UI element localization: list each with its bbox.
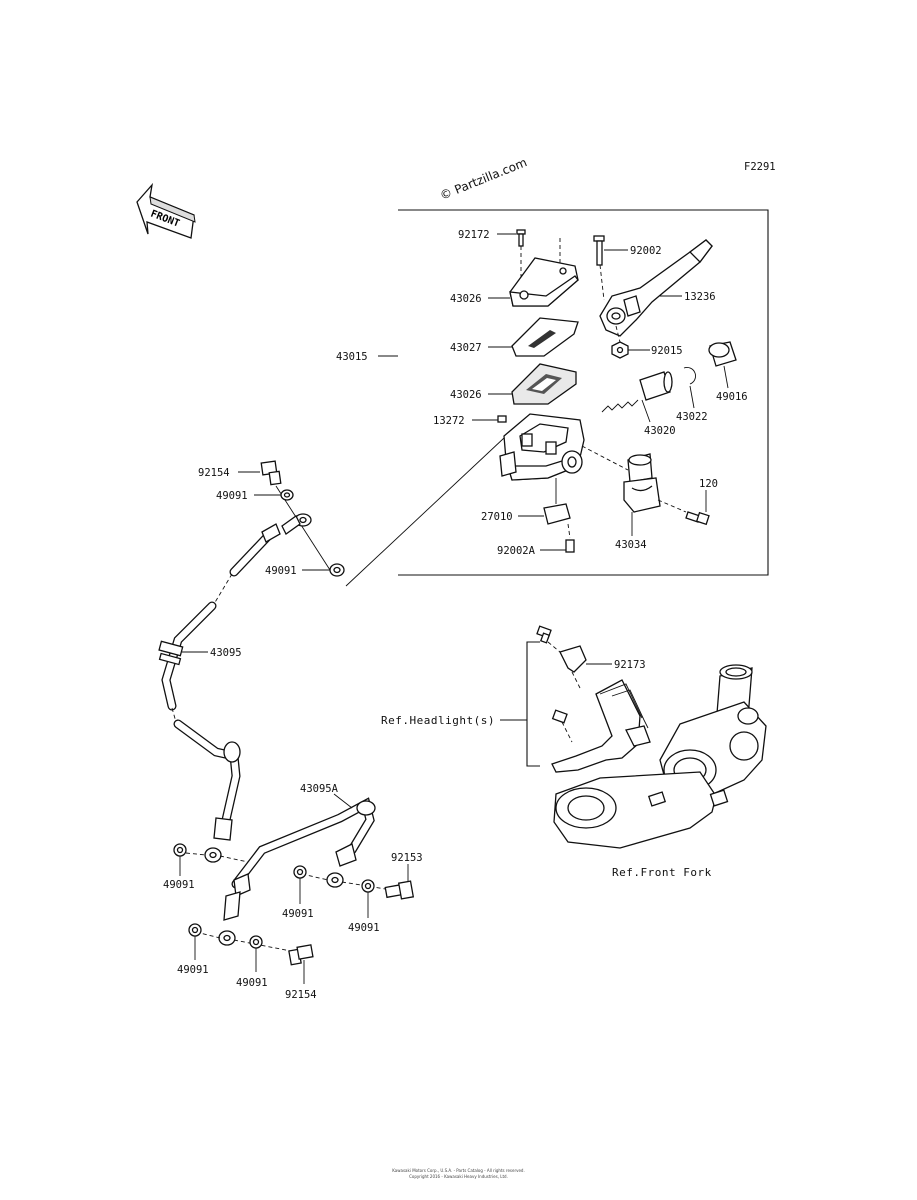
label-120: 120 (699, 478, 718, 490)
label-49091-e: 49091 (348, 922, 380, 934)
master-cylinder-body (499, 413, 629, 500)
washer-49091-c (173, 843, 187, 876)
assembly-frame (398, 209, 769, 576)
label-92015: 92015 (651, 345, 683, 357)
washer-49091-d (293, 865, 307, 904)
washer-49091-b (302, 563, 345, 577)
label-43026-diaphragm: 43026 (450, 389, 482, 401)
dash-f (233, 939, 297, 953)
brake-hose-43095 (158, 513, 312, 863)
banjo-bolt-92154-lower (288, 944, 314, 984)
label-13236: 13236 (684, 291, 716, 303)
watermark: © Partzilla.com (438, 155, 529, 203)
piston-kit-43020 (601, 371, 673, 423)
washer-49091-a (254, 489, 294, 501)
dash-c (301, 873, 329, 881)
label-49091-f: 49091 (177, 964, 209, 976)
headlight-bracket (551, 679, 651, 773)
dash-a (185, 852, 207, 856)
label-43020: 43020 (644, 425, 676, 437)
plate-13272 (472, 415, 507, 423)
label-92002: 92002 (630, 245, 662, 257)
washer-49091-e (361, 879, 375, 918)
label-92154-upper: 92154 (198, 467, 230, 479)
label-49091-d: 49091 (282, 908, 314, 920)
brake-hose-43095A (218, 793, 376, 946)
label-43026-cap: 43026 (450, 293, 482, 305)
dust-boot-49016 (708, 341, 737, 389)
banjo-bolt-92153 (384, 864, 415, 900)
label-92172: 92172 (458, 229, 490, 241)
label-92002A: 92002A (497, 545, 536, 557)
label-43022: 43022 (676, 411, 708, 423)
front-arrow-icon: FRONT (136, 182, 196, 239)
label-49091-b: 49091 (265, 565, 297, 577)
label-43095: 43095 (210, 647, 242, 659)
label-49016: 49016 (716, 391, 748, 403)
screw-92002A (540, 539, 575, 553)
brake-lever-13236 (599, 239, 713, 337)
label-27010: 27010 (481, 511, 513, 523)
washer-49091-f (188, 923, 202, 960)
bolt-92173 (536, 625, 612, 743)
ref-headlight-label: Ref.Headlight(s) (381, 714, 495, 727)
leader-cylinder-to-washer (345, 437, 505, 587)
label-49091-a: 49091 (216, 490, 248, 502)
label-43034: 43034 (615, 539, 647, 551)
figure-code: F2291 (744, 161, 776, 173)
ref-bracket-line (526, 641, 540, 767)
label-92173: 92173 (614, 659, 646, 671)
washer-49091-g (249, 935, 263, 972)
pivot-bolt-92002 (593, 235, 628, 301)
label-49091-g: 49091 (236, 977, 268, 989)
label-49091-c: 49091 (163, 879, 195, 891)
dash-d (341, 881, 393, 891)
ref-front-fork-label: Ref.Front Fork (612, 866, 712, 879)
steering-stem (553, 664, 767, 849)
clamp-holder-43034 (623, 453, 687, 536)
footer-copyright: Kawasaki Motors Corp., U.S.A. - Parts Ca… (392, 1168, 525, 1173)
label-92154-lower: 92154 (285, 989, 317, 1001)
diaphragm-plate-43027 (488, 317, 579, 357)
reservoir-cap-43026 (488, 257, 579, 307)
nut-92015 (611, 325, 650, 359)
label-92153: 92153 (391, 852, 423, 864)
label-43027: 43027 (450, 342, 482, 354)
diaphragm-43026 (488, 363, 577, 405)
bolt-120 (685, 490, 710, 526)
circlip-43022 (683, 367, 696, 409)
footer-copyright-2: Copyright 2016 - Kawasaki Heavy Industri… (409, 1174, 508, 1179)
label-13272: 13272 (433, 415, 465, 427)
label-43015: 43015 (336, 351, 368, 363)
dash-b (219, 855, 249, 863)
label-43095A: 43095A (300, 783, 339, 795)
switch-27010 (518, 500, 571, 539)
